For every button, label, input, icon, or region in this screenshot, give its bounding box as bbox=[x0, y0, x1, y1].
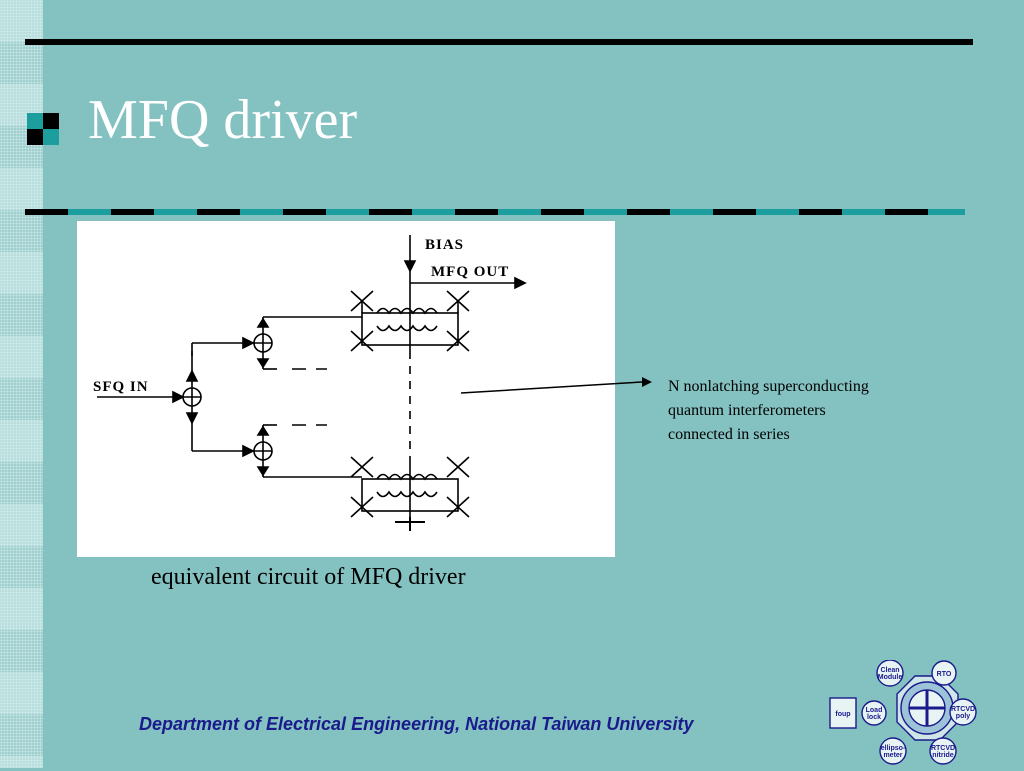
foup-node bbox=[829, 697, 857, 729]
rtcvd-poly-node bbox=[949, 698, 977, 726]
logo-label: RTCVD bbox=[951, 706, 975, 713]
title-underline-rule bbox=[25, 209, 965, 215]
logo-label: nitride bbox=[932, 752, 953, 759]
logo-label: meter bbox=[883, 752, 902, 759]
rto-node bbox=[931, 660, 957, 686]
circuit-diagram: BIAS MFQ OUT SFQ IN bbox=[77, 221, 615, 557]
out-arrow-icon bbox=[514, 276, 527, 290]
top-rule bbox=[25, 39, 973, 45]
logo-label: ellipso- bbox=[881, 745, 906, 752]
logo-label: lock bbox=[867, 714, 881, 721]
logo-label: foup bbox=[835, 711, 850, 718]
squid-lower-loop bbox=[361, 478, 459, 512]
annotation-line: quantum interferometers bbox=[668, 402, 826, 419]
squid-upper bbox=[350, 290, 470, 352]
slide-title: MFQ driver bbox=[88, 89, 358, 151]
annotation-line: connected in series bbox=[668, 426, 790, 443]
clean-module-node bbox=[876, 659, 904, 687]
annotation-line: N nonlatching superconducting bbox=[668, 378, 869, 395]
rtcvd-nitride-node bbox=[929, 737, 957, 765]
sfq-in-label: SFQ IN bbox=[93, 379, 149, 395]
squid-upper-loop bbox=[361, 312, 459, 346]
cluster-tool-logo-svg: Clean Module RTO foup Load lock RTCVD po… bbox=[829, 659, 977, 765]
bias-arrow-icon bbox=[403, 260, 417, 273]
logo-label: Load bbox=[866, 707, 883, 714]
bias-label: BIAS bbox=[425, 237, 464, 253]
load-lock-node bbox=[861, 700, 887, 726]
mfq-out-label: MFQ OUT bbox=[431, 264, 509, 280]
ellipsometer-node bbox=[879, 737, 907, 765]
squid-lower bbox=[350, 456, 470, 518]
logo-label: poly bbox=[956, 713, 970, 720]
logo-label: Module bbox=[878, 674, 903, 681]
cluster-tool-logo: Clean Module RTO foup Load lock RTCVD po… bbox=[828, 659, 978, 766]
diagram-caption: equivalent circuit of MFQ driver bbox=[151, 564, 466, 590]
title-bullet-icon bbox=[27, 113, 59, 145]
logo-label: RTO bbox=[937, 671, 952, 678]
circuit-diagram-svg: BIAS MFQ OUT SFQ IN bbox=[93, 235, 527, 531]
footer-department: Department of Electrical Engineering, Na… bbox=[139, 714, 694, 734]
squid-upper-coil bbox=[376, 307, 438, 315]
logo-label: Clean bbox=[880, 667, 899, 674]
annotation-arrowhead-icon bbox=[642, 377, 652, 387]
logo-label: RTCVD bbox=[931, 745, 955, 752]
annotation-text: N nonlatching superconducting quantum in… bbox=[668, 375, 869, 447]
